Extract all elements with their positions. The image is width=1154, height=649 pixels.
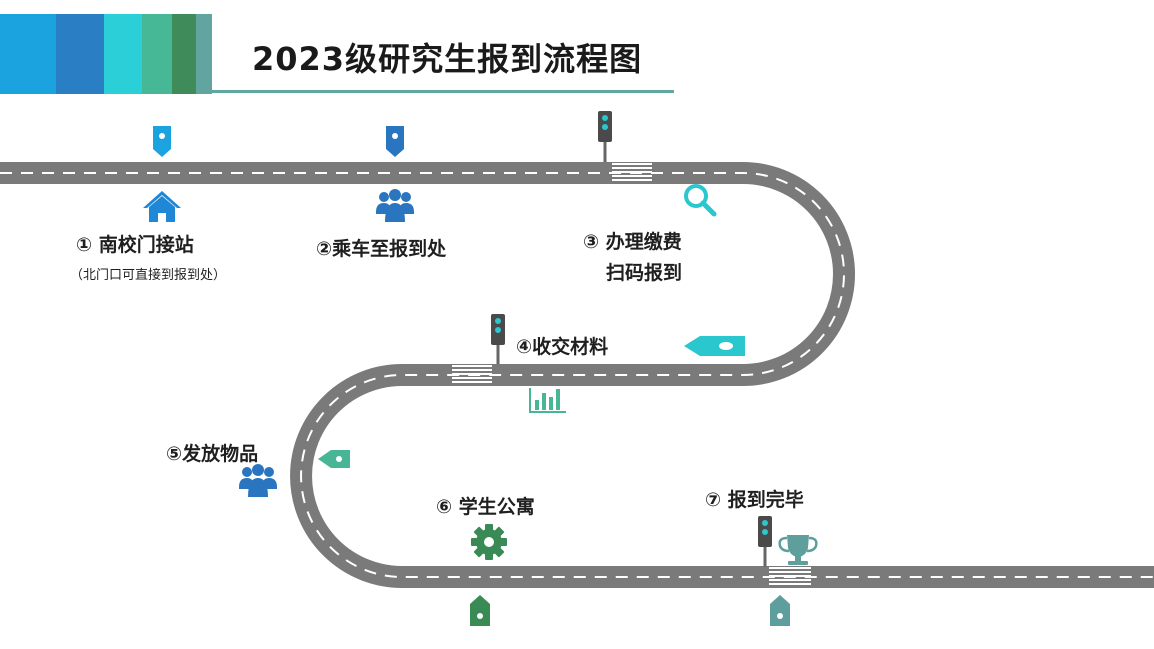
- home-icon: [143, 191, 181, 222]
- step-2-label: ②乘车至报到处: [316, 238, 447, 260]
- step-1-label: ① 南校门接站: [76, 234, 194, 256]
- step-3-label: ③ 办理缴费: [583, 231, 682, 253]
- title-underline: [212, 90, 674, 93]
- road-center-line: [0, 172, 1154, 578]
- gear-icon: [471, 524, 507, 560]
- search-icon: [684, 184, 717, 217]
- step-6-label: ⑥ 学生公寓: [436, 496, 535, 518]
- stripe-4: [142, 14, 172, 94]
- step-5-label: ⑤发放物品: [166, 443, 259, 465]
- crosswalk-1: [612, 163, 652, 181]
- tag-icon: [318, 450, 350, 468]
- trophy-icon: [778, 535, 818, 565]
- traffic-light-icon: [491, 314, 505, 364]
- traffic-light-icon: [598, 111, 612, 162]
- stripe-5: [172, 14, 196, 94]
- step-3-label-line-2: 扫码报到: [606, 262, 683, 284]
- tag-hole: [336, 456, 342, 462]
- map-pin-icon: [470, 595, 490, 626]
- bar-chart-icon: [529, 388, 566, 413]
- pin-dot: [477, 613, 483, 619]
- traffic-light-icon: [758, 516, 772, 567]
- map-pin-icon: [153, 126, 171, 157]
- page-title: 2023级研究生报到流程图: [252, 40, 643, 78]
- header-stripes: [0, 14, 212, 94]
- map-pin-icon: [770, 595, 790, 626]
- people-icon: [239, 464, 277, 497]
- stripe-1: [0, 14, 56, 94]
- step-1-note: （北门口可直接到报到处）: [70, 268, 227, 283]
- step-7-label: ⑦ 报到完毕: [705, 489, 804, 511]
- people-icon: [376, 189, 414, 222]
- stripe-6: [196, 14, 212, 94]
- pin-dot: [392, 133, 398, 139]
- pin-dot: [777, 613, 783, 619]
- pin-dot: [159, 133, 165, 139]
- stripe-3: [104, 14, 142, 94]
- tag-hole: [719, 342, 733, 350]
- step-4-label: ④收交材料: [516, 336, 609, 358]
- tag-icon: [684, 336, 745, 356]
- crosswalk-3: [769, 567, 811, 585]
- map-pin-icon: [386, 126, 404, 157]
- crosswalk-2: [452, 365, 492, 383]
- stripe-2: [56, 14, 104, 94]
